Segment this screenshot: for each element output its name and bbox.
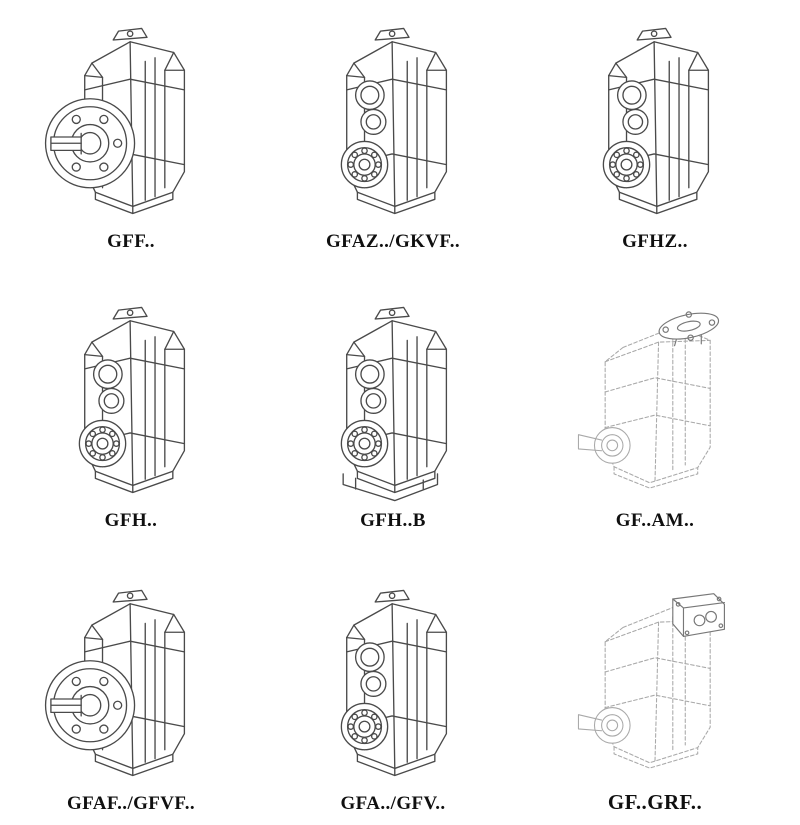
model-label-gfhz: GFHZ.. xyxy=(622,231,688,252)
cell-gff: GFF.. xyxy=(40,16,222,263)
cell-gf-am: GF..AM.. xyxy=(564,295,746,542)
model-label-gf-am: GF..AM.. xyxy=(615,510,695,531)
gearbox-drawing-phantom-top-flange xyxy=(577,307,722,489)
gearbox-drawing-flange-shaft xyxy=(44,27,186,215)
model-label-gf-grf: GF..GRF.. xyxy=(607,790,703,814)
model-label-gfh-b: GFH..B xyxy=(360,510,426,531)
gearbox-drawing-flange-shaft xyxy=(44,589,186,777)
gearbox-drawing-bores xyxy=(78,306,186,494)
model-label-gfh: GFH.. xyxy=(104,510,158,531)
catalog-grid: GFF.. GFAZ../GKVF.. GFHZ.. GFHF.. GFH.. xyxy=(40,16,746,814)
gearbox-drawing-bores xyxy=(340,27,448,215)
model-label-gfa-gfv: GFA../GFV.. xyxy=(340,793,446,814)
cell-gfh-b: GFH..B xyxy=(302,295,484,542)
model-label-gff: GFF.. xyxy=(107,231,155,252)
model-label-gfaz-gkvf: GFAZ../GKVF.. xyxy=(326,231,460,252)
cell-gfaz-gkvf: GFAZ../GKVF.. xyxy=(302,16,484,263)
model-label-gfaf-gfvf: GFAF../GFVF.. xyxy=(66,793,195,814)
gearbox-drawing-bores xyxy=(602,27,710,215)
gearbox-drawing-bores xyxy=(340,589,448,777)
cell-gfh: GFH.. xyxy=(40,295,222,542)
cell-gfhz: GFHZ.. xyxy=(564,16,746,263)
gearbox-drawing-phantom-adapter xyxy=(577,593,725,769)
gearbox-drawing-bores-foot xyxy=(340,306,448,502)
cell-gfa-gfv: GFA../GFV.. xyxy=(302,574,484,825)
cell-gfaf-gfvf: GFAF../GFVF.. xyxy=(40,574,222,825)
cell-gf-grf: GF..GRF.. xyxy=(564,574,746,825)
